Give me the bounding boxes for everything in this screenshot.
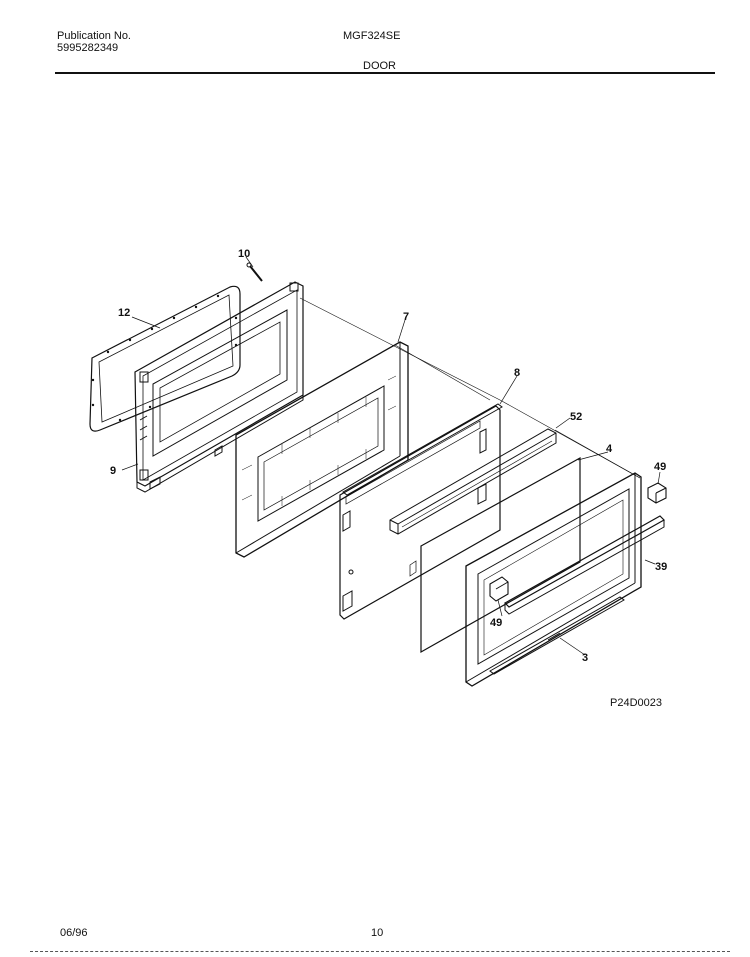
callout-49-bottom: 49 — [490, 617, 502, 629]
model-number: MGF324SE — [343, 30, 401, 42]
part-12-gasket — [89, 285, 241, 432]
part-4-glass — [420, 456, 581, 654]
figure-code: P24D0023 — [610, 697, 662, 709]
publication-number: 5995282349 — [57, 42, 119, 54]
callout-12: 12 — [118, 307, 130, 319]
callout-49-top: 49 — [654, 461, 666, 473]
leader-lines — [121, 256, 661, 656]
part-52-channel — [389, 428, 557, 535]
callout-52: 52 — [570, 411, 582, 423]
part-3-bottom-trim — [489, 596, 625, 675]
part-7-door-panel — [235, 341, 409, 558]
header-rule — [55, 72, 715, 74]
part-8-inner-panel — [339, 403, 503, 620]
page-number: 10 — [371, 927, 384, 939]
footer-date: 06/96 — [60, 927, 88, 939]
callout-39: 39 — [655, 561, 667, 573]
part-49-end-cap-right — [647, 482, 667, 504]
part-39-outer-frame — [465, 472, 642, 687]
part-49-end-cap-left — [489, 576, 509, 602]
callout-9: 9 — [110, 465, 116, 477]
part-9-inner-liner — [134, 281, 304, 493]
callout-7: 7 — [403, 311, 409, 323]
publication-label: Publication No. — [57, 30, 131, 42]
callout-4: 4 — [606, 443, 613, 455]
bottom-scan-line — [30, 951, 730, 952]
callout-3: 3 — [582, 652, 588, 664]
part-10-screw — [246, 262, 263, 282]
section-title: DOOR — [363, 60, 396, 72]
assembly-guide-lines — [299, 297, 641, 479]
callout-10: 10 — [238, 248, 250, 260]
part-39-handle — [504, 515, 665, 615]
callout-8: 8 — [514, 367, 520, 379]
